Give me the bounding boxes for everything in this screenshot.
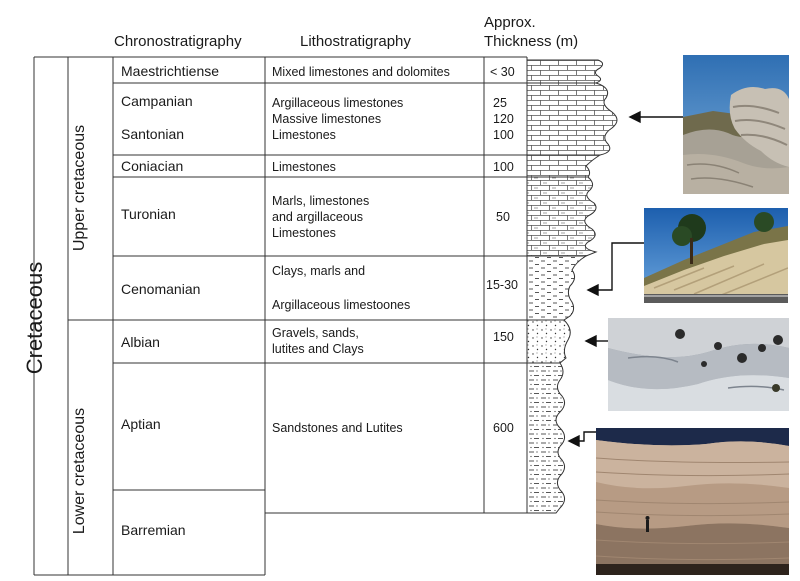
stage-coniacian: Coniacian [121,158,184,174]
stage-cenomanian: Cenomanian [121,281,201,297]
stage-santonian: Santonian [121,126,185,142]
sandstone-cliff-photo-image [596,428,789,575]
lithology-campanian: Argillaceous limestones [272,96,404,110]
header-lithostratigraphy: Lithostratigraphy [300,33,411,50]
stage-barremian: Barremian [121,522,186,538]
stage-maastrichtian: Maestrichtiense [121,63,220,79]
lithology-turonian-3: Limestones [272,226,336,240]
header-chronostratigraphy: Chronostratigraphy [114,33,242,50]
system-label-cretaceous: Cretaceous [22,261,47,375]
limestone-outcrop-photo [683,55,789,194]
thickness-campanian: 25 [493,96,507,110]
lithology-maastrichtian: Mixed limestones and dolomites [272,65,450,79]
sandstone-cliff-photo [596,428,789,575]
lithology-santonian-b: Limestones [272,128,336,142]
stage-albian: Albian [121,334,160,350]
thickness-aptian-barremian: 600 [493,421,514,435]
lithology-coniacian: Limestones [272,160,336,174]
lithology-turonian-1: Marls, limestones [272,194,370,208]
lithology-albian-2: lutites and Clays [272,342,364,356]
gravel-sand-outcrop-photo [608,318,789,411]
gravel-sand-outcrop-photo-image [608,318,789,411]
stage-campanian: Campanian [121,93,193,109]
thickness-maastrichtian: < 30 [490,65,515,79]
limestone-outcrop-photo-image [683,55,789,194]
header-thickness-line2: Thickness (m) [484,33,579,50]
lithology-cenomanian-2: Argillaceous limestoones [272,298,411,312]
stage-aptian: Aptian [121,416,161,432]
lithology-turonian-2: and argillaceous [272,210,364,224]
thickness-santonian-a: 120 [493,112,514,126]
road-cut-marl-photo [644,208,788,303]
road-cut-marl-photo-image [644,208,788,303]
thickness-albian: 150 [493,330,514,344]
lithology-santonian-a: Massive limestones [272,112,382,126]
series-label-upper-cretaceous: Upper cretaceous [71,124,88,252]
thickness-turonian: 50 [496,210,510,224]
lithology-aptian-barremian: Sandstones and Lutites [272,421,403,435]
thickness-santonian-b: 100 [493,128,514,142]
lithology-albian-1: Gravels, sands, [272,326,359,340]
series-label-lower-cretaceous: Lower cretaceous [71,407,88,535]
header-thickness-line1: Approx. [484,14,536,31]
thickness-coniacian: 100 [493,160,514,174]
thickness-cenomanian: 15-30 [486,278,518,292]
stage-turonian: Turonian [121,206,176,222]
lithology-cenomanian-1: Clays, marls and [272,264,366,278]
